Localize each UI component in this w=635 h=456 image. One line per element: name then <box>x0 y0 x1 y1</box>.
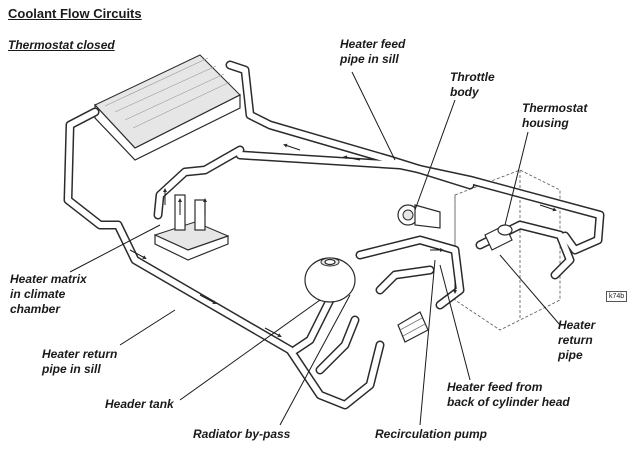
heater-matrix <box>153 194 230 261</box>
label-heater-matrix: Heater matrix in climate chamber <box>10 272 87 316</box>
label-heater-feed-pipe-in-sill: Heater feed pipe in sill <box>340 37 406 66</box>
label-heater-return-pipe-in-sill: Heater return pipe in sill <box>42 347 118 376</box>
flow-arrows <box>129 143 557 337</box>
label-heater-return-pipe: Heater return pipe <box>558 318 596 362</box>
label-recirculation-pump: Recirculation pump <box>375 427 488 441</box>
reference-code: k74b <box>606 291 628 302</box>
header-tank <box>304 257 356 303</box>
recirculation-pump <box>397 311 429 343</box>
label-thermostat-housing: Thermostat housing <box>522 101 588 130</box>
page-title: Coolant Flow Circuits <box>8 6 142 21</box>
thermostat-housing <box>484 224 513 251</box>
diagram-subtitle: Thermostat closed <box>8 38 115 52</box>
label-radiator-bypass: Radiator by-pass <box>193 427 291 441</box>
label-header-tank: Header tank <box>105 397 174 411</box>
leader-lines <box>69 71 561 426</box>
label-throttle-body: Throttle body <box>450 70 495 99</box>
label-heater-feed-from-cylinder-head: Heater feed from back of cylinder head <box>447 380 570 409</box>
throttle-body <box>397 204 441 229</box>
coolant-pipes <box>63 60 605 410</box>
radiator <box>94 54 241 161</box>
